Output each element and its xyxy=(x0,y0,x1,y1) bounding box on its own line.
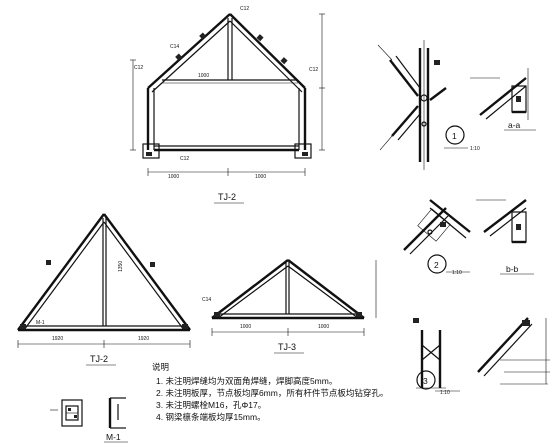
note-item: 1. 未注明焊缝均为双面角焊缝，焊脚高度5mm。 xyxy=(156,376,337,386)
notes-heading: 说明 xyxy=(152,362,169,372)
node-detail-1 xyxy=(377,40,468,170)
node-detail-2 xyxy=(403,199,471,274)
svg-text:M-1: M-1 xyxy=(36,320,45,326)
section-a-a xyxy=(470,68,536,131)
note-item: 3. 未注明螺栓M16，孔Φ17。 xyxy=(156,400,266,410)
svg-text:C14: C14 xyxy=(170,44,179,50)
svg-text:1:10: 1:10 xyxy=(452,270,462,276)
label-tj2-left: TJ-2 xyxy=(90,354,108,364)
svg-text:1000: 1000 xyxy=(318,324,329,330)
svg-text:C12: C12 xyxy=(134,65,143,71)
svg-text:1920: 1920 xyxy=(52,336,63,342)
svg-text:1:10: 1:10 xyxy=(440,390,450,396)
truss-tj2-left: 1920 1920 1350 M-1 xyxy=(17,213,191,348)
truss-tj2-top: 1000 C12 1000 1000 C12 C14 C12 C12 xyxy=(130,6,325,180)
label-section-b-b: b-b xyxy=(506,264,519,274)
note-item: 4. 钢梁檩条端板均厚15mm。 xyxy=(156,412,266,422)
svg-text:1000: 1000 xyxy=(168,174,179,180)
notes-block: 说明 1. 未注明焊缝均为双面角焊缝，焊脚高度5mm。 2. 未注明板厚，节点板… xyxy=(152,362,388,422)
note-item: 2. 未注明板厚，节点板均厚6mm，所有杆件节点板均钻穿孔。 xyxy=(156,388,388,398)
label-node-1: 1 xyxy=(452,131,457,141)
svg-text:C12: C12 xyxy=(240,6,249,12)
plate-m1 xyxy=(50,397,126,429)
node-detail-3 xyxy=(413,318,460,392)
section-b-b xyxy=(476,199,534,275)
svg-text:1350: 1350 xyxy=(118,261,124,272)
svg-text:C12: C12 xyxy=(180,156,189,162)
label-section-a-a: a-a xyxy=(508,120,521,130)
svg-text:C12: C12 xyxy=(309,67,318,73)
svg-text:C14: C14 xyxy=(202,297,211,303)
label-node-3: 3 xyxy=(423,376,428,386)
svg-text:1:10: 1:10 xyxy=(470,146,480,152)
label-m1: M-1 xyxy=(106,432,121,442)
svg-text:1000: 1000 xyxy=(240,324,251,330)
label-tj2-top: TJ-2 xyxy=(218,192,236,202)
truss-tj3: 1000 1000 C14 xyxy=(202,259,377,336)
label-tj3: TJ-3 xyxy=(278,342,296,352)
svg-text:1920: 1920 xyxy=(138,336,149,342)
label-node-2: 2 xyxy=(434,260,439,270)
roof-edge-detail xyxy=(477,317,550,385)
svg-text:1000: 1000 xyxy=(255,174,266,180)
svg-text:1000: 1000 xyxy=(198,73,209,79)
